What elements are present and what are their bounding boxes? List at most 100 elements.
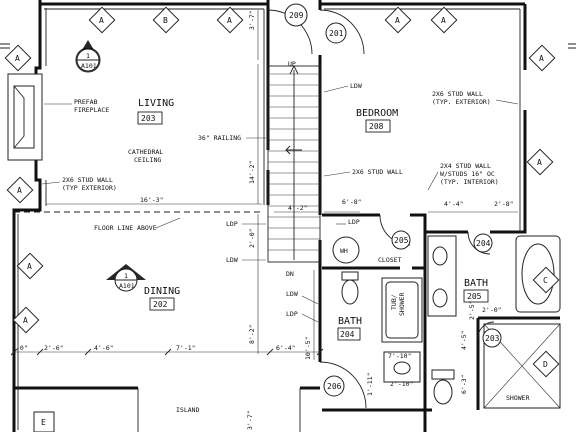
room-name-bedroom: BEDROOM bbox=[356, 108, 398, 119]
room-number-box-living bbox=[137, 111, 163, 125]
island-lines bbox=[137, 388, 301, 432]
note-ldw-bath: LDW bbox=[286, 290, 298, 298]
dim-4-6: 4'-6" bbox=[94, 344, 114, 352]
wall-shower bbox=[476, 316, 560, 410]
svg-text:A: A bbox=[441, 16, 446, 25]
stair-up-arrow bbox=[289, 64, 299, 75]
room-name-dining: DINING bbox=[144, 286, 180, 297]
room-number-bath-205: 205 bbox=[467, 292, 482, 301]
leader-stud-stair bbox=[323, 171, 351, 177]
room-name-shower: SHOWER bbox=[506, 394, 530, 402]
section-marker-1-number: 1 bbox=[86, 52, 90, 60]
room-number-living: 203 bbox=[141, 114, 156, 123]
toilet-205-bowl bbox=[433, 379, 453, 405]
bath-204-fixtures bbox=[332, 236, 423, 383]
window-tag-3: A bbox=[216, 6, 244, 34]
window-tag-9: A bbox=[526, 148, 554, 176]
dim-1-11: 1'-11" bbox=[366, 373, 374, 396]
dim-2-10: 2'-10" bbox=[390, 380, 413, 388]
svg-text:D: D bbox=[543, 360, 548, 369]
note-stud-int-1: 2X4 STUD WALL bbox=[440, 162, 491, 170]
window-tag-1: A bbox=[88, 6, 116, 34]
room-number-box-dining bbox=[149, 297, 175, 311]
toilet-204-bowl bbox=[341, 279, 359, 305]
leader-stud-ext-right bbox=[495, 99, 519, 105]
svg-text:A: A bbox=[17, 186, 22, 195]
door-tag-206: 206 bbox=[327, 382, 342, 391]
dim-tick bbox=[266, 348, 274, 356]
note-stair-dn: DN bbox=[286, 270, 294, 278]
svg-text:A: A bbox=[15, 54, 20, 63]
door-tag-205-circle bbox=[391, 230, 411, 250]
door-swing-204 bbox=[467, 231, 491, 255]
window-tag-8: A bbox=[528, 44, 556, 72]
stair-break bbox=[285, 145, 302, 155]
svg-text:E: E bbox=[41, 418, 46, 427]
dim-6-3: 6'-3" bbox=[460, 374, 468, 394]
note-stud-ext-left-1: 2X6 STUD WALL bbox=[62, 176, 113, 184]
dim-2-0: 2'-0" bbox=[248, 228, 256, 248]
dim-6-8: 6'-8" bbox=[342, 198, 362, 206]
window-tag-14: D bbox=[532, 350, 560, 378]
note-ldw-bedroom: LDW bbox=[350, 82, 362, 90]
note-floor-line-above: FLOOR LINE ABOVE bbox=[94, 224, 157, 232]
toilet-204-tank bbox=[341, 271, 359, 281]
sink-205-upper bbox=[432, 246, 448, 266]
window-tag-11: A bbox=[12, 306, 40, 334]
note-cathedral: CATHEDRAL bbox=[128, 148, 163, 156]
note-ceiling: CEILING bbox=[134, 156, 161, 164]
note-stud-stair: 2X6 STUD WALL bbox=[352, 168, 403, 176]
dim-tick bbox=[316, 348, 324, 356]
room-labels: LIVING 203 BEDROOM 208 DINING 202 BATH 2… bbox=[137, 98, 530, 414]
window-tag-6: A bbox=[384, 6, 412, 34]
dim-ticks-bottom bbox=[10, 348, 324, 356]
note-stud-int-2: W/STUDS 16" OC bbox=[440, 170, 495, 178]
svg-text:A: A bbox=[99, 16, 104, 25]
note-ldp-closet: LDP bbox=[348, 218, 360, 226]
water-heater bbox=[332, 236, 360, 264]
window-tag-12: E bbox=[33, 411, 55, 432]
door-tag-204-circle bbox=[473, 233, 493, 253]
fireplace bbox=[7, 73, 43, 161]
note-ldw-stair: LDW bbox=[226, 256, 238, 264]
note-tub-group: TUB/ SHOWER bbox=[390, 292, 406, 316]
note-stud-ext-right-1: 2X6 STUD WALL bbox=[432, 90, 483, 98]
note-fireplace: FIREPLACE bbox=[74, 106, 109, 114]
door-swing-205-b bbox=[477, 321, 495, 339]
note-prefab: PREFAB bbox=[74, 98, 98, 106]
inner-wall-lines bbox=[17, 8, 521, 432]
section-marker-2-number: 1 bbox=[124, 272, 128, 280]
door-tag-201: 201 bbox=[329, 29, 344, 38]
section-marker-1-sheet: A101 bbox=[81, 62, 97, 70]
dim-7-10: 7'-10" bbox=[388, 352, 411, 360]
note-tub-shower: SHOWER bbox=[398, 292, 406, 316]
dim-10-5: 10'-5" bbox=[304, 337, 312, 360]
dim-2-8: 2'-8" bbox=[494, 200, 514, 208]
dim-14-2: 14'-2" bbox=[248, 161, 256, 184]
door-tag-206-circle bbox=[323, 375, 345, 397]
sink-205-lower bbox=[432, 288, 448, 308]
room-number-box-bath-204 bbox=[337, 327, 361, 341]
door-tag-201-circle bbox=[325, 22, 347, 44]
note-stud-int-3: (TYP. INTERIOR) bbox=[440, 178, 499, 186]
note-ldp-upper: LDP bbox=[226, 220, 238, 228]
exterior-wall-left bbox=[12, 0, 42, 432]
room-number-dining: 202 bbox=[153, 300, 168, 309]
window-tag-2: B bbox=[152, 6, 180, 34]
door-tags: 209 201 205 204 203 206 bbox=[284, 3, 502, 397]
dim-tick bbox=[164, 348, 172, 356]
note-water-heater: WH bbox=[340, 247, 348, 255]
room-name-closet: CLOSET bbox=[378, 256, 402, 264]
window-tag-5: A bbox=[6, 176, 34, 204]
door-swing-206 bbox=[319, 361, 367, 409]
dim-7-1: 7'-1" bbox=[176, 344, 196, 352]
svg-text:B: B bbox=[163, 16, 168, 25]
dim-2-0-b: 2'-0" bbox=[482, 306, 502, 314]
room-name-living: LIVING bbox=[138, 98, 174, 109]
fireplace-detail bbox=[13, 85, 25, 149]
leader-floor-line bbox=[155, 217, 181, 229]
door-tag-209: 209 bbox=[289, 11, 304, 20]
stair bbox=[267, 64, 321, 263]
note-stud-ext-right-2: (TYP. EXTERIOR) bbox=[432, 98, 491, 106]
window-tag-4: A bbox=[4, 44, 32, 72]
